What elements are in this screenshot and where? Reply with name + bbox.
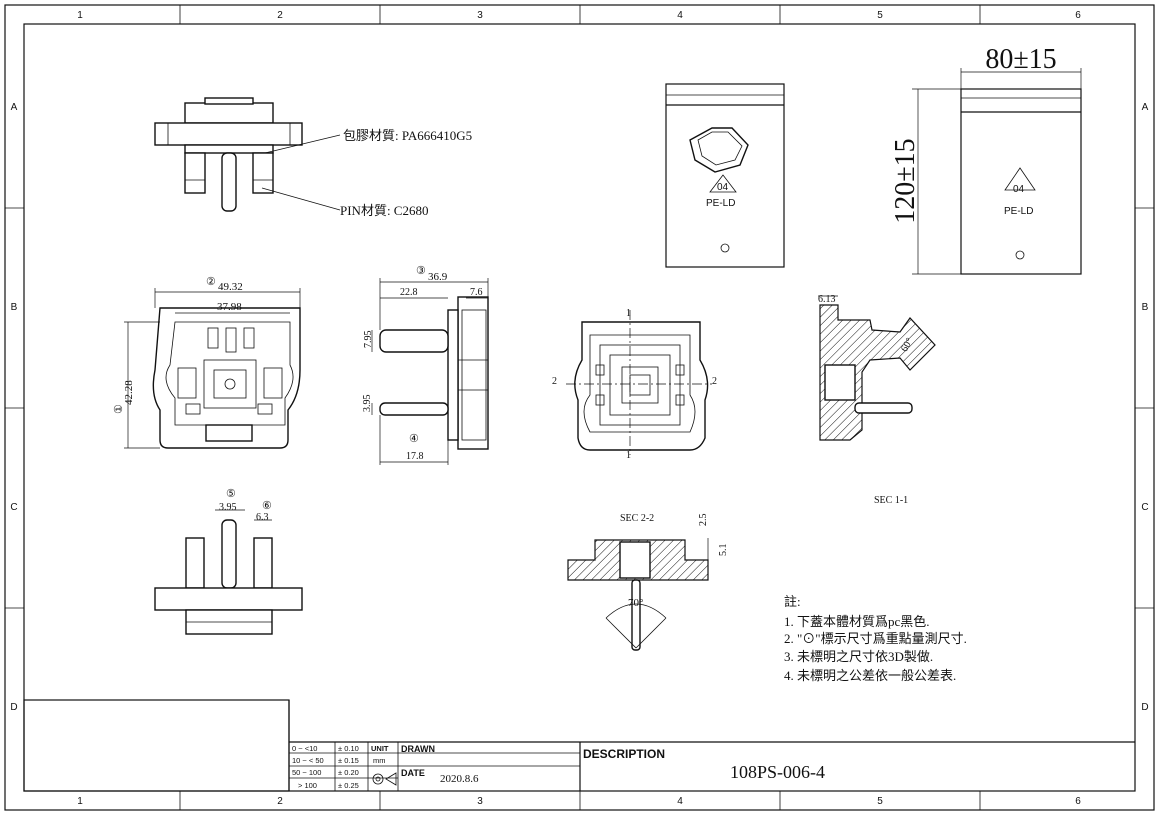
zone-labels: 1 2 3 4 5 6 1 2 3 4 5 6 A B C D A B C D — [10, 10, 1148, 807]
dim-d5-mark: ⑤ — [226, 488, 236, 500]
dim-d3-mark: ③ — [416, 265, 426, 277]
row-label-right-d: D — [1141, 702, 1148, 713]
row-label-left-b: B — [11, 302, 18, 313]
col-label-top-6: 6 — [1075, 10, 1081, 21]
tol-value-4: ± 0.25 — [338, 781, 359, 790]
note-3: 3. 未標明之尺寸依3D製做. — [784, 649, 933, 664]
tol-value-3: ± 0.20 — [338, 768, 359, 777]
section-cut-view — [566, 310, 712, 455]
pin-material-callout: PIN材質: C2680 — [340, 203, 428, 218]
dim-d6-mark: ⑥ — [262, 500, 272, 512]
col-label-bottom-2: 2 — [277, 796, 283, 807]
material-callouts: 包膠材質: PA666410G5 PIN材質: C2680 — [261, 128, 472, 218]
unit-label: UNIT — [371, 744, 389, 753]
sec22-label: SEC 2-2 — [620, 513, 654, 524]
bag-height-dim: 120±15 — [890, 138, 921, 223]
section-2-2-view — [567, 538, 709, 651]
bag-small-recycle-code: 04 — [717, 182, 729, 193]
tol-value-1: ± 0.10 — [338, 744, 359, 753]
col-label-top-5: 5 — [877, 10, 883, 21]
col-label-bottom-3: 3 — [477, 796, 483, 807]
sec11-label: SEC 1-1 — [874, 495, 908, 506]
sec22-dim-b: 5.1 — [718, 544, 729, 557]
sec22-angle: 70° — [628, 597, 643, 609]
cut-label-2-right: 2 — [712, 376, 717, 387]
notes-block: 註: 1. 下蓋本體材質爲pc黑色. 2. "⊙"標示尺寸爲重點量測尺寸. 3.… — [784, 594, 967, 683]
col-label-top-4: 4 — [677, 10, 683, 21]
bag-small — [665, 83, 785, 268]
tol-range-2: 10 ~ < 50 — [292, 756, 324, 765]
dim-d5: 3.95 — [219, 502, 237, 513]
title-block — [23, 699, 1135, 792]
part-number: 108PS-006-4 — [730, 762, 825, 782]
bag-width-dim: 80±15 — [985, 44, 1056, 75]
description-label: DESCRIPTION — [583, 747, 665, 761]
dim-side-lower: 3.95 — [362, 395, 373, 413]
row-label-right-b: B — [1142, 302, 1149, 313]
row-label-right-c: C — [1141, 502, 1148, 513]
plug-front-view — [124, 288, 301, 449]
bag-large — [912, 68, 1082, 275]
notes-title: 註: — [784, 594, 801, 609]
bag-large-recycle-label: PE-LD — [1004, 206, 1033, 217]
dim-d6: 6.3 — [256, 512, 269, 523]
col-label-bottom-4: 4 — [677, 796, 683, 807]
drawn-label: DRAWN — [401, 744, 435, 754]
dim-d1: 42.28 — [123, 380, 135, 405]
col-label-top-2: 2 — [277, 10, 283, 21]
col-label-bottom-6: 6 — [1075, 796, 1081, 807]
cut-label-1-bottom: 1 — [626, 450, 631, 461]
cut-label-2-left: 2 — [552, 376, 557, 387]
dim-side-upper: 7.95 — [363, 331, 374, 349]
overmold-material-callout: 包膠材質: PA666410G5 — [343, 128, 472, 143]
note-4: 4. 未標明之公差依一般公差表. — [784, 668, 956, 683]
tol-range-4: > 100 — [298, 781, 317, 790]
dim-d3-right: 7.6 — [470, 287, 483, 298]
dim-d2-inner: 37.98 — [217, 301, 242, 313]
section-1-1-view — [818, 295, 936, 441]
row-label-left-d: D — [10, 702, 17, 713]
tol-range-1: 0 ~ <10 — [292, 744, 317, 753]
date-value: 2020.8.6 — [440, 773, 479, 785]
tolerance-table: 0 ~ <10 ± 0.10 10 ~ < 50 ± 0.15 50 ~ 100… — [292, 744, 389, 790]
note-2: 2. "⊙"標示尺寸爲重點量測尺寸. — [784, 631, 967, 646]
dim-d2: 49.32 — [218, 281, 243, 293]
col-label-top-3: 3 — [477, 10, 483, 21]
dim-d3-left: 22.8 — [400, 287, 418, 298]
plug-top-view — [154, 97, 303, 212]
col-label-top-1: 1 — [77, 10, 83, 21]
dim-d1-mark: ① — [113, 404, 125, 414]
note-1: 1. 下蓋本體材質爲pc黑色. — [784, 614, 930, 629]
dim-d3: 36.9 — [428, 271, 448, 283]
col-label-bottom-5: 5 — [877, 796, 883, 807]
bag-large-recycle-code: 04 — [1013, 184, 1025, 195]
sec11-top-dim: 6.13 — [818, 294, 836, 305]
cut-label-1-top: 1 — [626, 308, 631, 319]
dim-d2-mark: ② — [206, 276, 216, 288]
dim-d4: 17.8 — [406, 451, 424, 462]
dim-d4-mark: ④ — [409, 433, 419, 445]
bag-small-recycle-label: PE-LD — [706, 198, 735, 209]
tol-value-2: ± 0.15 — [338, 756, 359, 765]
row-label-left-a: A — [11, 102, 18, 113]
row-label-left-c: C — [10, 502, 17, 513]
plug-bottom-view — [154, 509, 303, 635]
row-label-right-a: A — [1142, 102, 1149, 113]
col-label-bottom-1: 1 — [77, 796, 83, 807]
date-label: DATE — [401, 768, 425, 778]
tol-range-3: 50 ~ 100 — [292, 768, 321, 777]
sec22-dim-a: 2.5 — [698, 514, 709, 527]
plug-side-view — [371, 278, 489, 465]
unit-value: mm — [373, 756, 386, 765]
